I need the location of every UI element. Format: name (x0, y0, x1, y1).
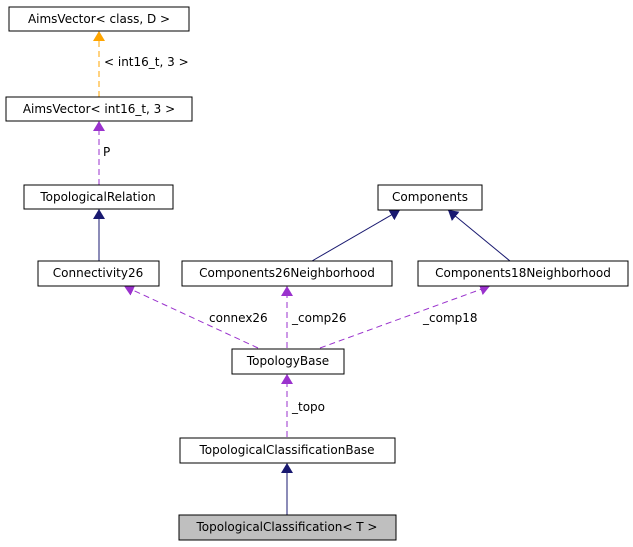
node-label: Connectivity26 (53, 266, 143, 280)
node-label: TopologicalClassificationBase (198, 443, 374, 457)
node-aims-vector-int16[interactable]: AimsVector< int16_t, 3 > (5, 96, 193, 122)
edge-label-connex26: connex26 (209, 311, 268, 325)
edge-label-p: P (103, 145, 110, 159)
edge-inherit-components18 (447, 209, 511, 262)
node-components18-neighborhood[interactable]: Components18Neighborhood (417, 260, 629, 287)
edge-usage-connex26 (123, 284, 259, 349)
node-topological-classification-base[interactable]: TopologicalClassificationBase (179, 437, 396, 464)
node-label: TopologicalRelation (39, 190, 155, 204)
node-label: AimsVector< int16_t, 3 > (23, 102, 175, 116)
node-topology-base[interactable]: TopologyBase (231, 348, 345, 375)
node-label: Components26Neighborhood (199, 266, 375, 280)
node-aims-vector-generic[interactable]: AimsVector< class, D > (8, 6, 190, 32)
node-components[interactable]: Components (377, 184, 483, 211)
edge-label-template-args: < int16_t, 3 > (104, 55, 189, 69)
node-label: Components18Neighborhood (435, 266, 611, 280)
node-label: Components (392, 190, 468, 204)
node-components26-neighborhood[interactable]: Components26Neighborhood (181, 260, 393, 287)
node-topological-relation[interactable]: TopologicalRelation (23, 184, 174, 210)
edge-usage-comp18 (319, 283, 491, 349)
edge-inherit-components26 (311, 209, 401, 262)
edge-label-comp18: _comp18 (422, 311, 478, 325)
edge-label-topo: _topo (291, 400, 325, 414)
node-label: TopologyBase (246, 354, 329, 368)
edge-label-comp26: _comp26 (291, 311, 347, 325)
node-topological-classification[interactable]: TopologicalClassification< T > (178, 514, 397, 541)
node-connectivity26[interactable]: Connectivity26 (37, 260, 160, 287)
node-label: AimsVector< class, D > (28, 12, 170, 26)
node-label: TopologicalClassification< T > (196, 520, 378, 534)
